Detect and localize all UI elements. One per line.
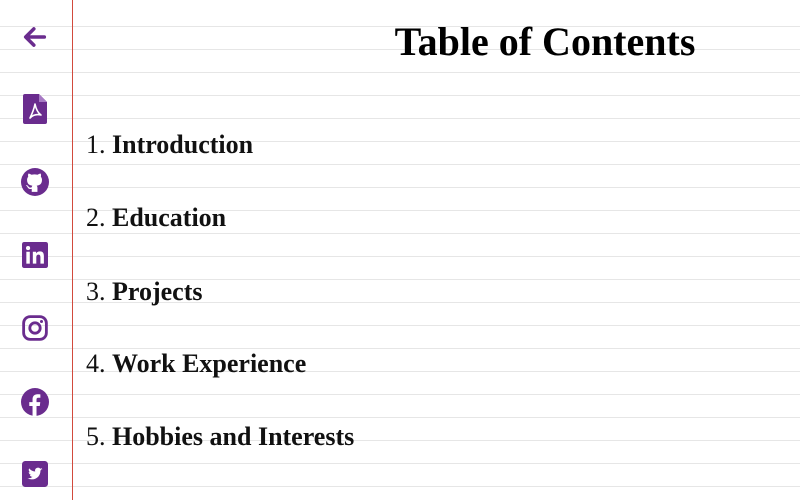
toc-item-introduction[interactable]: 1. Introduction [86, 130, 253, 160]
toc-item-label: Work Experience [112, 349, 307, 378]
toc-item-education[interactable]: 2. Education [86, 203, 226, 233]
back-button[interactable] [20, 22, 50, 52]
toc-item-label: Hobbies and Interests [112, 422, 355, 451]
linkedin-icon [22, 242, 48, 268]
toc-item-number: 4. [86, 349, 106, 378]
pdf-file-icon [23, 94, 47, 124]
toc-item-number: 1. [86, 130, 106, 159]
toc-item-work-experience[interactable]: 4. Work Experience [86, 349, 306, 379]
linkedin-link[interactable] [20, 240, 50, 270]
twitter-link[interactable] [20, 459, 50, 489]
margin-line [72, 0, 73, 500]
toc-item-projects[interactable]: 3. Projects [86, 277, 202, 307]
twitter-icon [22, 461, 48, 487]
page-title: Table of Contents [394, 19, 696, 64]
toc-item-label: Education [112, 203, 227, 232]
toc-item-number: 2. [86, 203, 106, 232]
sidebar [0, 0, 72, 500]
toc-item-number: 5. [86, 422, 106, 451]
facebook-icon [21, 388, 49, 416]
resume-pdf-link[interactable] [20, 94, 50, 124]
facebook-link[interactable] [20, 387, 50, 417]
toc-item-label: Introduction [112, 130, 254, 159]
github-link[interactable] [20, 167, 50, 197]
toc-item-label: Projects [112, 277, 203, 306]
toc-item-number: 3. [86, 277, 106, 306]
github-icon [21, 168, 49, 196]
instagram-link[interactable] [20, 313, 50, 343]
toc-item-hobbies-and-interests[interactable]: 5. Hobbies and Interests [86, 422, 354, 452]
back-arrow-icon [23, 27, 47, 47]
instagram-icon [22, 315, 48, 341]
